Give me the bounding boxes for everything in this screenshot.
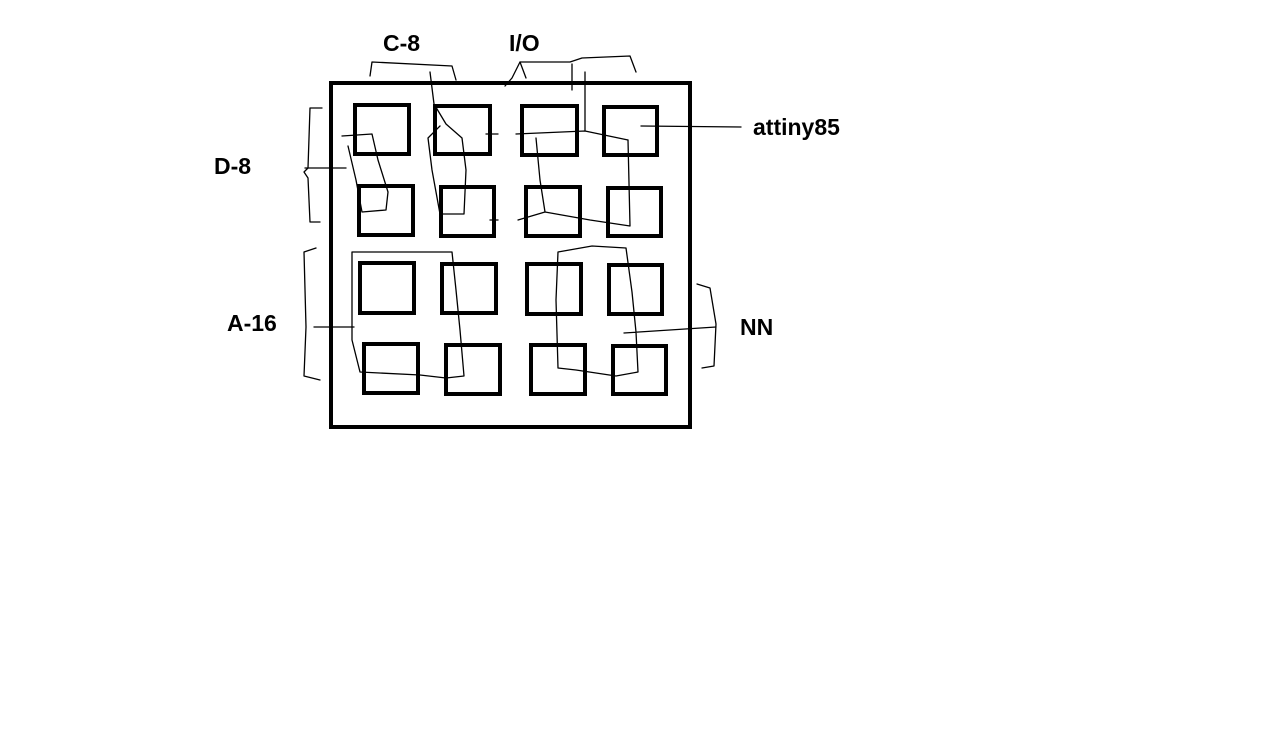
labels: C-8 I/O attiny85 D-8 A-16 NN bbox=[214, 30, 840, 340]
cell-r1-c2 bbox=[433, 104, 492, 156]
label-c8: C-8 bbox=[383, 30, 420, 56]
cell-r4-c3 bbox=[529, 343, 587, 396]
wire-d8-left bbox=[341, 133, 389, 213]
bracket-io-tick bbox=[519, 61, 573, 91]
cell-r4-c2 bbox=[444, 343, 502, 396]
bracket-a16 bbox=[303, 247, 321, 381]
cell-r4-c4 bbox=[611, 344, 668, 396]
wire-io bbox=[517, 71, 631, 227]
label-d8: D-8 bbox=[214, 153, 251, 179]
cell-r3-c1 bbox=[358, 261, 416, 315]
wire-attiny85 bbox=[640, 125, 742, 128]
bracket-nn bbox=[696, 283, 717, 369]
cell-r4-c1 bbox=[362, 342, 420, 395]
label-a16: A-16 bbox=[227, 310, 277, 336]
cell-r1-c4 bbox=[602, 105, 659, 157]
cell-r2-c3 bbox=[524, 185, 582, 238]
cell-r2-c4 bbox=[606, 186, 663, 238]
cell-r3-c2 bbox=[440, 262, 498, 315]
cell-r1-c3 bbox=[520, 104, 579, 157]
label-nn: NN bbox=[740, 314, 773, 340]
cell-grid bbox=[353, 103, 668, 396]
brackets bbox=[303, 55, 717, 381]
bracket-d8 bbox=[303, 107, 323, 223]
cell-r1-c1 bbox=[353, 103, 411, 156]
wire-row1-connector bbox=[485, 130, 629, 141]
cell-r3-c4 bbox=[607, 263, 664, 316]
wire-c8 bbox=[427, 71, 467, 215]
cell-r2-c2 bbox=[439, 185, 496, 238]
bracket-io bbox=[504, 55, 637, 87]
label-attiny85: attiny85 bbox=[753, 114, 840, 140]
wire-nn bbox=[555, 245, 717, 377]
bracket-c8 bbox=[369, 61, 457, 81]
wire-a16 bbox=[313, 251, 465, 379]
cell-r3-c3 bbox=[525, 262, 583, 316]
chip-outline bbox=[329, 81, 692, 429]
label-io: I/O bbox=[509, 30, 540, 56]
wiring bbox=[304, 71, 742, 379]
